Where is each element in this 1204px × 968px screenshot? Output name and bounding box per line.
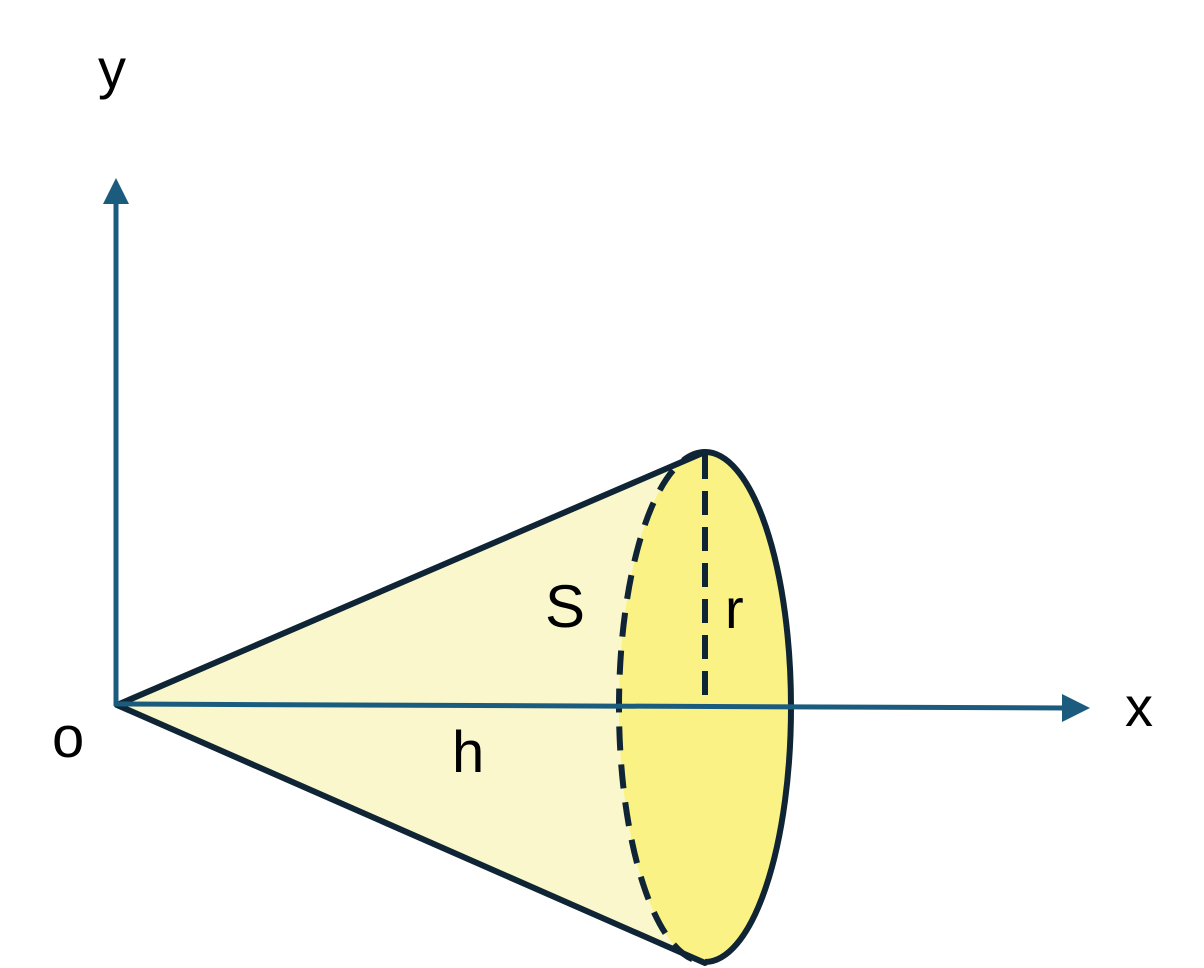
radius-label: r bbox=[725, 577, 744, 640]
cone-lower-edge bbox=[114, 702, 708, 966]
origin-label: o bbox=[52, 705, 84, 770]
area-label: S bbox=[545, 573, 585, 640]
y-axis-arrowhead bbox=[103, 178, 129, 204]
x-axis-arrowhead bbox=[1062, 694, 1090, 722]
x-axis-label: x bbox=[1125, 675, 1153, 738]
cone-upper-edge bbox=[114, 449, 708, 708]
height-label: h bbox=[452, 720, 484, 785]
y-axis-label: y bbox=[98, 37, 126, 100]
x-axis-line bbox=[113, 701, 1069, 711]
